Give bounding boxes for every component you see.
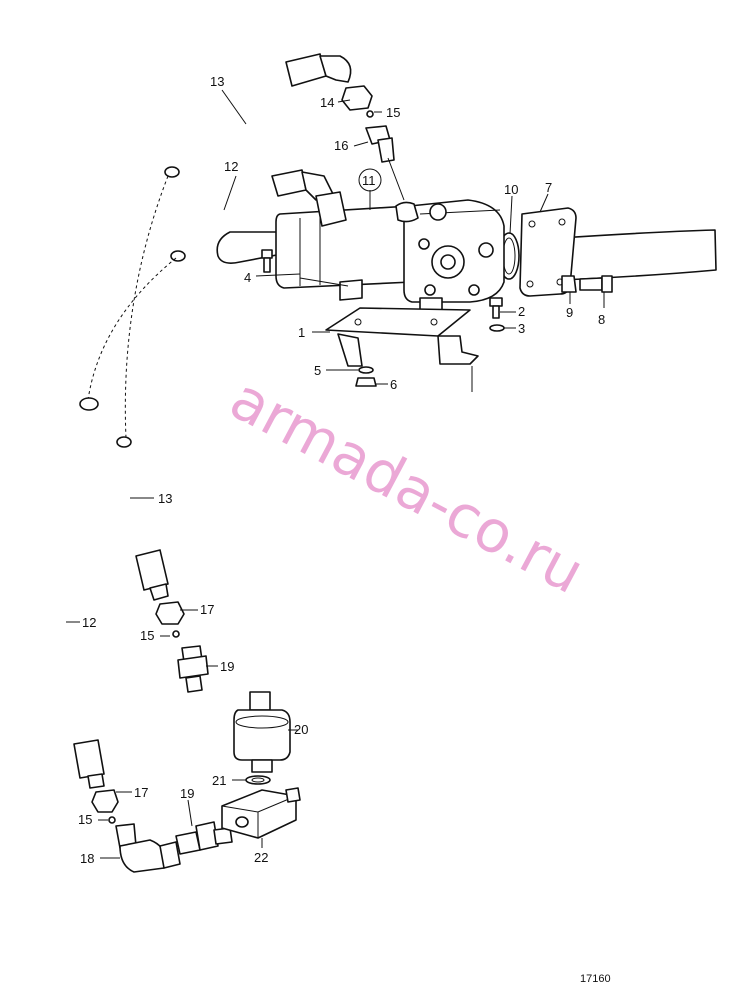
label-13-bottom: 13 [158, 491, 172, 506]
label-12-bottom: 12 [82, 615, 96, 630]
hose [164, 53, 352, 179]
mounting-bracket [325, 307, 479, 392]
label-7: 7 [545, 180, 552, 195]
label-1: 1 [298, 325, 305, 340]
sealing-washer [245, 775, 271, 785]
o-ring [108, 816, 116, 824]
label-10: 10 [504, 182, 518, 197]
label-3: 3 [518, 321, 525, 336]
label-17-top: 17 [200, 602, 214, 617]
fitting-nut [91, 789, 119, 813]
label-15-middle: 15 [140, 628, 154, 643]
oil-cooler [216, 199, 505, 313]
guide-line [87, 257, 177, 401]
bolt [489, 297, 505, 332]
label-8: 8 [598, 312, 605, 327]
bolt [261, 249, 273, 273]
label-2: 2 [518, 304, 525, 319]
label-20: 20 [294, 722, 308, 737]
fitting-nut [155, 601, 185, 625]
hose [170, 169, 347, 262]
label-6: 6 [390, 377, 397, 392]
bolt [579, 275, 613, 293]
label-4: 4 [244, 270, 251, 285]
figure-number: 17160 [580, 973, 611, 985]
adapter-nipple [365, 125, 405, 201]
label-15-bottom: 15 [78, 812, 92, 827]
fitting-nut [341, 85, 373, 111]
label-9: 9 [566, 305, 573, 320]
label-19-bottom: 19 [180, 786, 194, 801]
adapter-nipple [175, 821, 233, 855]
watermark: armada-co.ru [219, 364, 594, 607]
label-5: 5 [314, 363, 321, 378]
label-18: 18 [80, 851, 94, 866]
label-17-bottom: 17 [134, 785, 148, 800]
nut [355, 366, 377, 387]
label-12-top: 12 [224, 159, 238, 174]
hose [62, 397, 105, 789]
label-13-top: 13 [210, 74, 224, 89]
label-21: 21 [212, 773, 226, 788]
pressure-sender [233, 691, 291, 773]
label-14: 14 [320, 95, 334, 110]
label-19-top: 19 [220, 659, 234, 674]
label-11: 11 [362, 173, 376, 188]
adapter-nipple [177, 645, 209, 693]
label-22: 22 [254, 850, 268, 865]
connector-block [221, 787, 301, 839]
label-15-top: 15 [386, 105, 400, 120]
hose [116, 436, 169, 601]
label-16: 16 [334, 138, 348, 153]
o-ring [366, 110, 374, 118]
o-ring [172, 630, 180, 638]
elbow-fitting [115, 823, 181, 873]
guide-line [124, 175, 169, 439]
exhaust-pipe [519, 207, 717, 297]
leader-lines [66, 89, 605, 859]
callout-labels: 13 14 15 16 12 11 10 7 4 2 3 9 8 1 5 6 1… [78, 74, 605, 866]
label-11-circle [358, 168, 382, 192]
nut [561, 275, 577, 293]
